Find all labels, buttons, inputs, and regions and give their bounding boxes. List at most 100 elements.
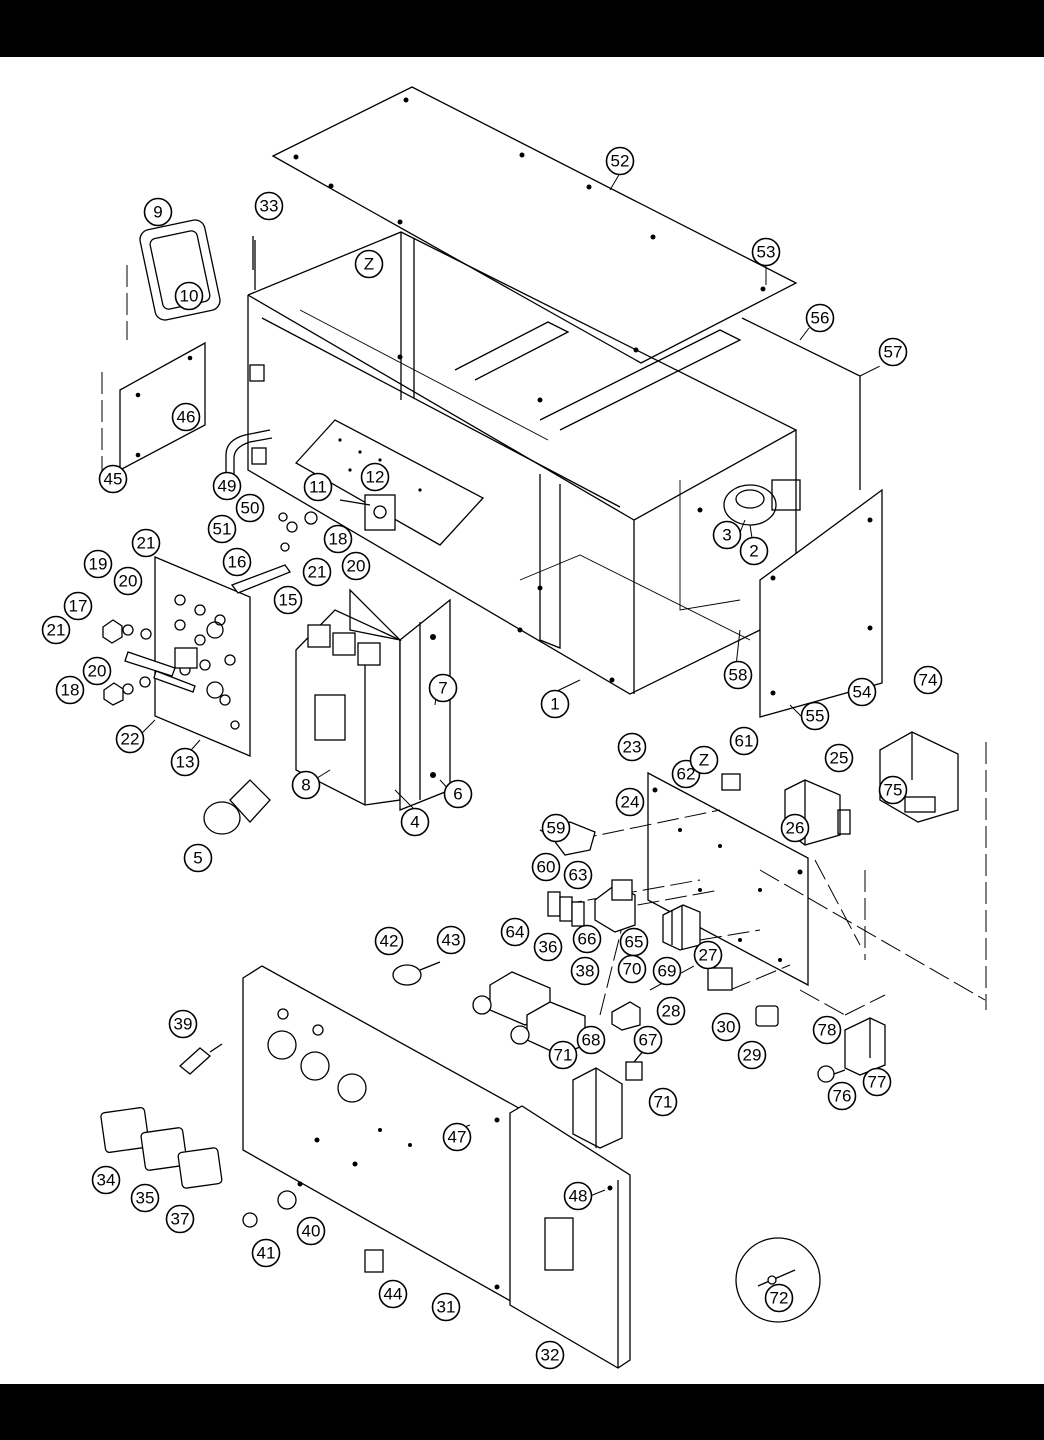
svg-text:46: 46 xyxy=(177,408,196,427)
switch-bracket xyxy=(844,1017,886,1076)
svg-text:13: 13 xyxy=(176,753,195,772)
callout-39: 39 xyxy=(168,1009,198,1039)
svg-text:7: 7 xyxy=(438,679,447,698)
callout-46: 46 xyxy=(171,402,201,432)
callout-40: 40 xyxy=(296,1216,326,1246)
callout-33: 33 xyxy=(254,191,284,221)
callout-21c: 21 xyxy=(302,557,332,587)
svg-text:70: 70 xyxy=(623,960,642,979)
callout-45: 45 xyxy=(98,464,128,494)
callout-71a: 71 xyxy=(548,1040,578,1070)
svg-text:43: 43 xyxy=(442,931,461,950)
contactor xyxy=(662,904,701,951)
svg-text:77: 77 xyxy=(868,1073,887,1092)
svg-text:27: 27 xyxy=(699,946,718,965)
svg-text:11: 11 xyxy=(309,478,327,497)
callout-18a: 18 xyxy=(55,675,85,705)
callout-2: 2 xyxy=(739,536,769,566)
svg-text:18: 18 xyxy=(329,530,348,549)
right-side-panel xyxy=(759,488,883,718)
callout-54: 54 xyxy=(847,677,877,707)
control-mounting-plate xyxy=(647,771,809,987)
svg-text:41: 41 xyxy=(257,1244,276,1263)
svg-text:28: 28 xyxy=(662,1002,681,1021)
callout-8: 8 xyxy=(291,770,321,800)
svg-text:30: 30 xyxy=(717,1018,736,1037)
svg-text:9: 9 xyxy=(153,203,162,222)
svg-text:37: 37 xyxy=(171,1210,190,1229)
svg-text:29: 29 xyxy=(743,1046,762,1065)
svg-text:35: 35 xyxy=(136,1189,155,1208)
svg-text:Z: Z xyxy=(699,751,709,770)
callout-12: 12 xyxy=(360,462,390,492)
callout-27: 27 xyxy=(693,940,723,970)
front-control-panel xyxy=(242,965,537,1305)
callout-44: 44 xyxy=(378,1279,408,1309)
callout-32: 32 xyxy=(535,1340,565,1370)
svg-text:58: 58 xyxy=(729,666,748,685)
top-cover-panel xyxy=(271,86,798,364)
callout-61: 61 xyxy=(729,726,759,756)
callout-38: 38 xyxy=(570,956,600,986)
svg-text:22: 22 xyxy=(121,730,140,749)
svg-text:6: 6 xyxy=(453,785,462,804)
svg-text:24: 24 xyxy=(621,793,640,812)
svg-text:5: 5 xyxy=(193,849,202,868)
small-relay xyxy=(721,773,741,791)
callout-7: 7 xyxy=(428,673,458,703)
svg-text:53: 53 xyxy=(757,243,776,262)
callout-22: 22 xyxy=(115,724,145,754)
bottom-black-bar xyxy=(0,1384,1044,1440)
svg-text:64: 64 xyxy=(506,923,525,942)
terminal-hardware xyxy=(102,511,318,706)
svg-text:8: 8 xyxy=(301,776,310,795)
callout-66: 66 xyxy=(572,924,602,954)
svg-text:65: 65 xyxy=(625,933,644,952)
callout-z-panel: Z xyxy=(689,745,719,775)
svg-text:78: 78 xyxy=(818,1021,837,1040)
svg-text:71: 71 xyxy=(554,1046,573,1065)
callout-77: 77 xyxy=(862,1067,892,1097)
callout-74: 74 xyxy=(913,665,943,695)
svg-text:38: 38 xyxy=(576,962,595,981)
callout-31: 31 xyxy=(431,1292,461,1322)
svg-text:56: 56 xyxy=(811,309,830,328)
svg-text:47: 47 xyxy=(448,1128,467,1147)
callout-78: 78 xyxy=(812,1015,842,1045)
svg-text:50: 50 xyxy=(241,499,260,518)
callout-34: 34 xyxy=(91,1165,121,1195)
main-frame xyxy=(247,231,798,695)
breaker-handle-knob xyxy=(203,779,271,835)
callout-9: 9 xyxy=(143,197,173,227)
svg-text:25: 25 xyxy=(830,749,849,768)
callout-69: 69 xyxy=(652,956,682,986)
detail-circle xyxy=(735,1237,821,1323)
callout-28: 28 xyxy=(656,996,686,1026)
svg-text:55: 55 xyxy=(806,707,825,726)
callout-5: 5 xyxy=(183,843,213,873)
callout-21b: 21 xyxy=(41,615,71,645)
callout-21a: 21 xyxy=(131,528,161,558)
svg-text:34: 34 xyxy=(97,1171,116,1190)
svg-text:74: 74 xyxy=(919,671,938,690)
callout-57: 57 xyxy=(878,337,908,367)
svg-text:10: 10 xyxy=(180,287,199,306)
handle xyxy=(225,240,273,488)
pilot-light xyxy=(817,1065,846,1083)
svg-text:21: 21 xyxy=(47,621,66,640)
svg-text:75: 75 xyxy=(884,781,903,800)
callout-26: 26 xyxy=(780,813,810,843)
rotary-switches xyxy=(472,971,586,1056)
current-transformer xyxy=(723,479,801,526)
callout-43: 43 xyxy=(436,925,466,955)
panel-controls xyxy=(242,961,441,1273)
svg-text:21: 21 xyxy=(137,534,156,553)
toggle-switch-small xyxy=(625,1049,645,1081)
control-relay xyxy=(707,967,733,991)
svg-text:71: 71 xyxy=(654,1093,673,1112)
callout-17: 17 xyxy=(63,591,93,621)
callout-48: 48 xyxy=(563,1181,593,1211)
svg-text:54: 54 xyxy=(853,683,872,702)
indicator-lamp xyxy=(178,1043,223,1075)
